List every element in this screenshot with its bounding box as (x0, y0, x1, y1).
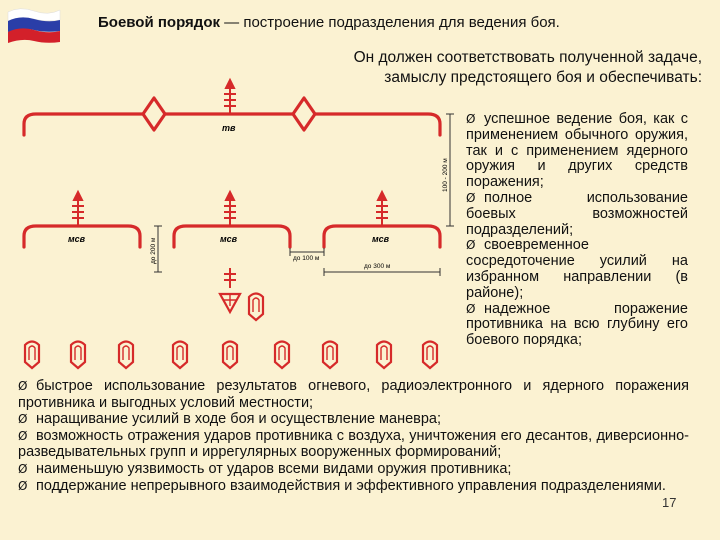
label-msb-right: мсв (372, 234, 390, 244)
command-flag-left (72, 198, 84, 226)
diamond-right (291, 96, 317, 132)
msb-center-line (172, 224, 292, 249)
bullet-arrow-icon: Ø (18, 379, 28, 393)
bullet-arrow-icon: Ø (466, 238, 476, 253)
label-dist-gap-1: до 100 м (293, 255, 320, 262)
bullet-arrow-icon: Ø (18, 412, 28, 427)
bullet-arrow-icon: Ø (18, 428, 28, 443)
label-dist-gap-2: до 300 м (364, 263, 391, 270)
bullet-arrow-icon: Ø (466, 190, 476, 205)
page-subtitle: Он должен соответствовать полученной зад… (353, 49, 702, 86)
label-dist-vertical-top: 100 - 200 м (442, 158, 449, 192)
label-tank-platoon: тв (222, 123, 236, 133)
page-number: 17 (662, 495, 677, 510)
russian-flag-icon (7, 8, 61, 43)
dim-vertical-left (154, 225, 162, 273)
bullet-arrow-icon: Ø (18, 461, 28, 476)
bullet-arrow-icon: Ø (466, 301, 476, 316)
diamond-left (141, 96, 167, 132)
tank-platoon-line (22, 112, 442, 137)
dim-gap-1 (289, 248, 325, 256)
msb-left-line (22, 224, 142, 249)
bullet-arrow-icon: Ø (466, 112, 476, 126)
command-flag-top (224, 84, 236, 114)
command-flag-center (224, 198, 236, 226)
bullet-arrow-icon: Ø (18, 478, 28, 493)
hq-tank-icon (247, 292, 265, 322)
label-msb-left: мсв (68, 234, 86, 244)
dim-gap-2 (323, 268, 441, 276)
tank-row (23, 340, 439, 370)
company-commander-symbol (224, 268, 236, 288)
label-msb-center: мсв (220, 234, 238, 244)
dim-vertical-top (446, 113, 454, 227)
command-flag-right (376, 198, 388, 226)
page-title: Боевой порядок — построение подразделени… (98, 14, 560, 31)
label-dist-vertical-left: до 200 м (150, 237, 157, 264)
